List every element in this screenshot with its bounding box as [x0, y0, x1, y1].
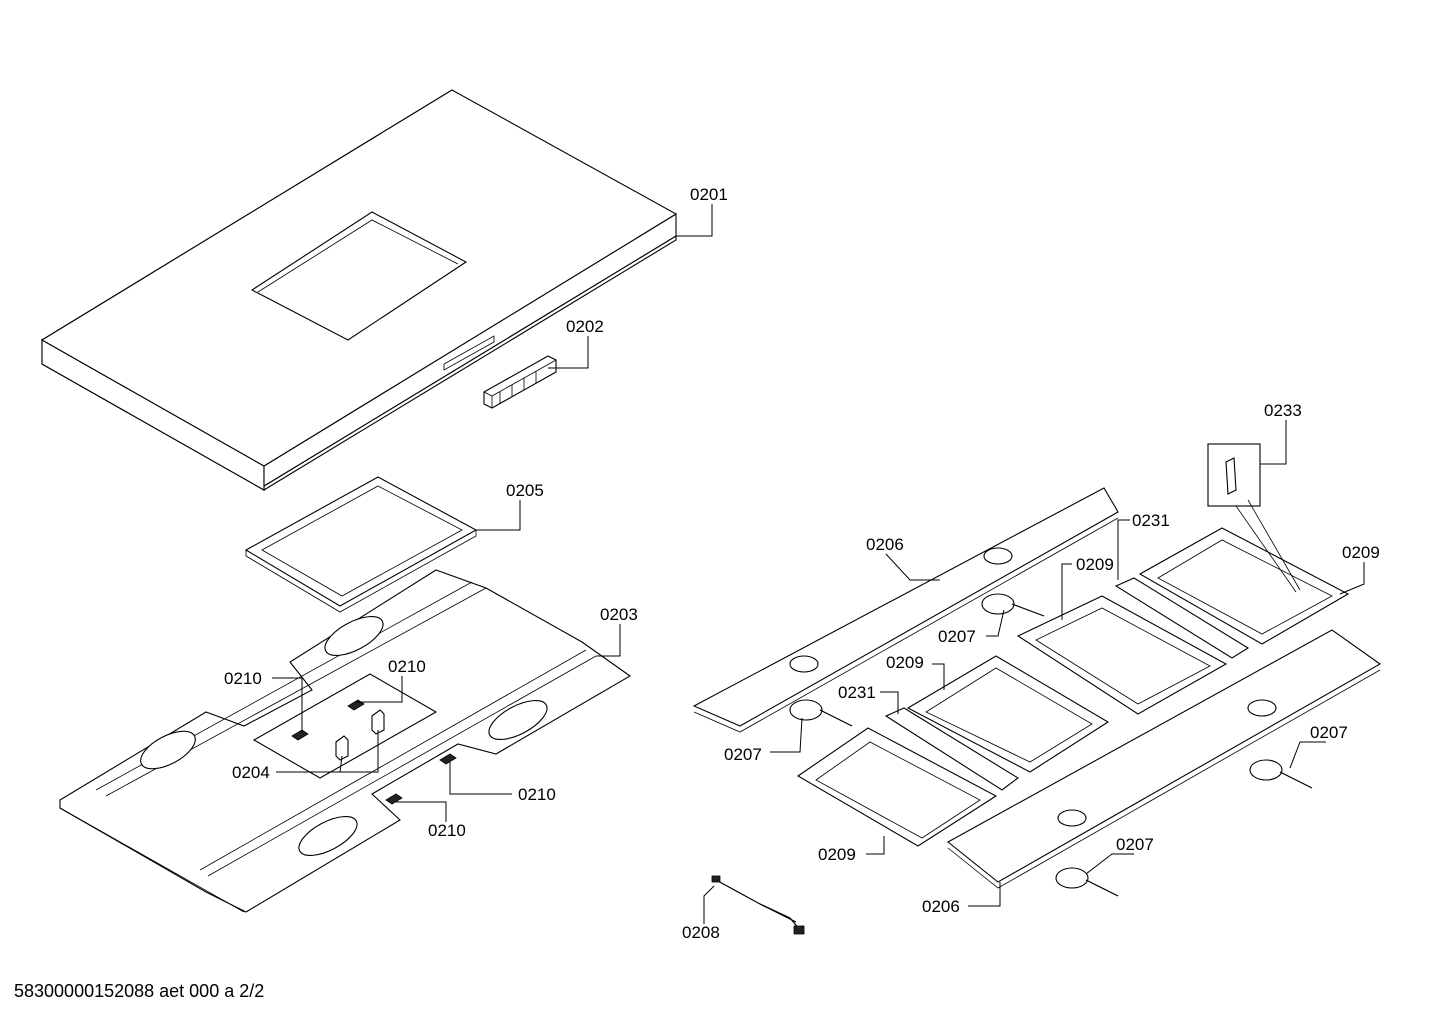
- callout-0207: 0207: [724, 745, 762, 764]
- callout-0210: 0210: [518, 785, 556, 804]
- callout-0208: 0208: [682, 923, 720, 942]
- part-burner-1: [981, 593, 1045, 617]
- part-burner-3: [1249, 759, 1313, 789]
- callout-0209: 0209: [1076, 555, 1114, 574]
- callout-0207: 0207: [1116, 835, 1154, 854]
- callout-0231: 0231: [838, 683, 876, 702]
- callout-0204: 0204: [232, 763, 270, 782]
- part-tray-4: [1138, 527, 1350, 645]
- part-tray-3: [1016, 595, 1228, 715]
- part-clip-inset: [1207, 443, 1301, 593]
- part-top-cover: [40, 89, 678, 491]
- part-rail-upper: [692, 487, 1119, 733]
- callout-0206: 0206: [866, 535, 904, 554]
- leader-lines: [272, 204, 1365, 924]
- part-wiring-harness: [711, 875, 805, 935]
- part-control-module: [483, 355, 557, 409]
- callout-labels: 0201 0202 0205 0203 0210 0210 0204 0210 …: [224, 185, 1380, 942]
- part-base-plate: [59, 569, 632, 913]
- part-tray-2: [906, 655, 1110, 773]
- callout-0206: 0206: [922, 897, 960, 916]
- callout-0203: 0203: [600, 605, 638, 624]
- callout-0209: 0209: [886, 653, 924, 672]
- callout-0231: 0231: [1132, 511, 1170, 530]
- drawing-footer-id: 58300000152088 aet 000 a 2/2: [14, 981, 265, 1001]
- callout-0210: 0210: [428, 821, 466, 840]
- callout-0207: 0207: [1310, 723, 1348, 742]
- callout-0207: 0207: [938, 627, 976, 646]
- part-tray-1: [796, 727, 998, 847]
- part-burner-4: [1055, 867, 1119, 897]
- callout-0209: 0209: [1342, 543, 1380, 562]
- callout-0201: 0201: [690, 185, 728, 204]
- callout-0210: 0210: [224, 669, 262, 688]
- callout-0202: 0202: [566, 317, 604, 336]
- part-burner-2: [789, 699, 853, 727]
- callout-0233: 0233: [1264, 401, 1302, 420]
- callout-0210: 0210: [388, 657, 426, 676]
- callout-0205: 0205: [506, 481, 544, 500]
- part-crossbar-2: [1114, 577, 1250, 659]
- part-rail-lower: [947, 629, 1382, 889]
- callout-0209: 0209: [818, 845, 856, 864]
